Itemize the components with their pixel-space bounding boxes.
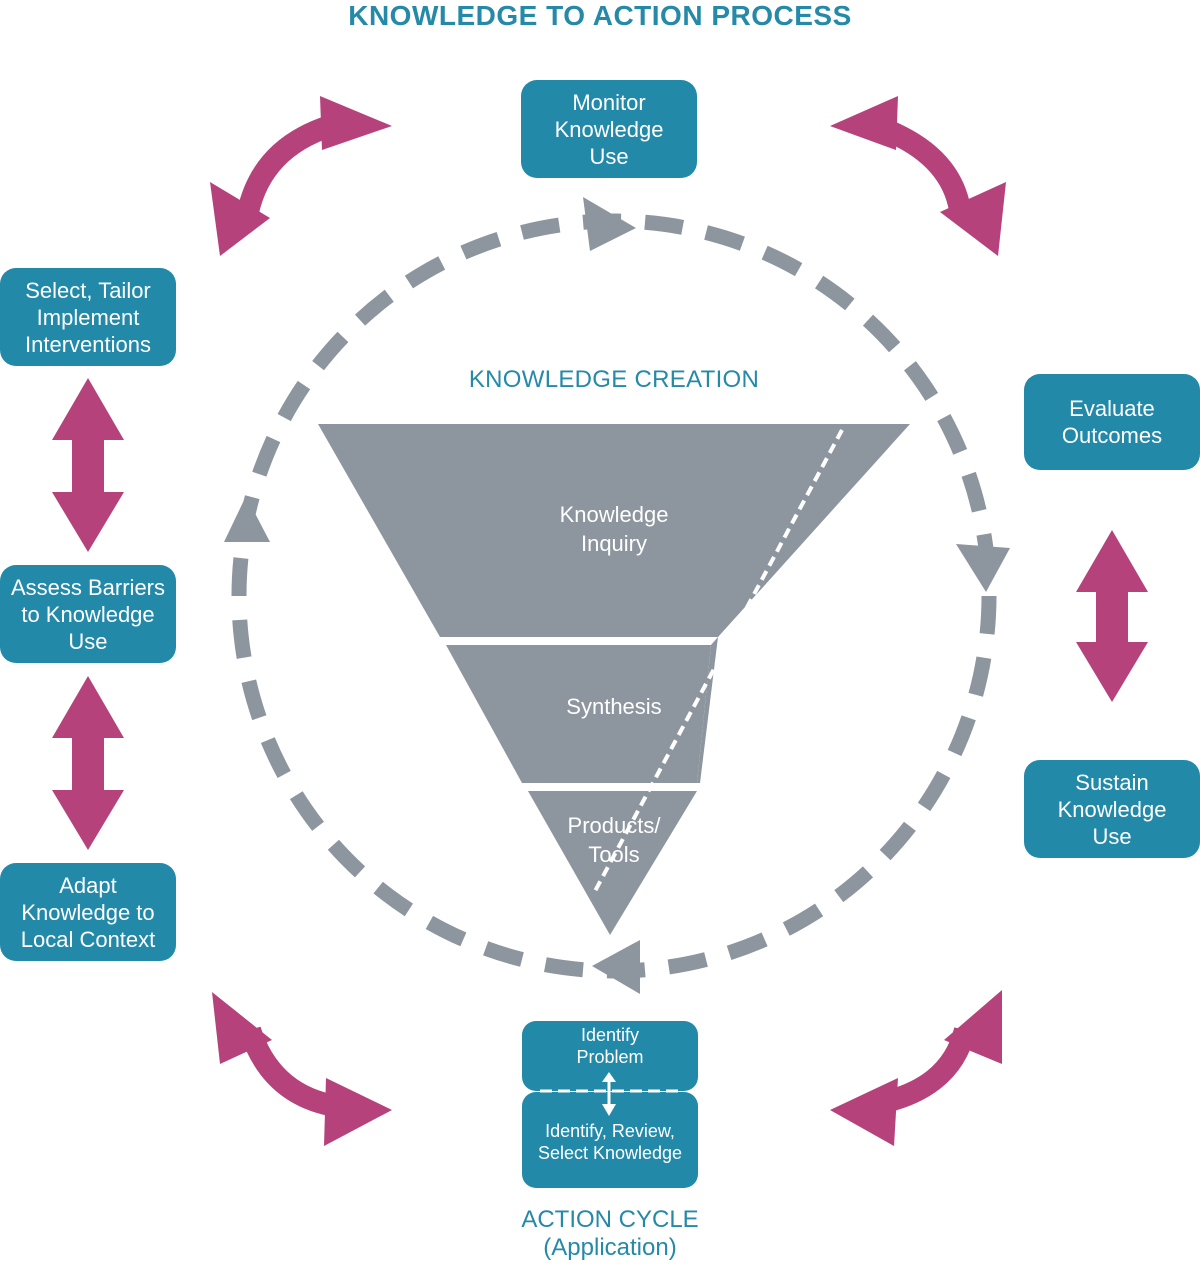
- funnel-inquiry-band: [318, 424, 910, 637]
- curved-arrow-top-left: [237, 115, 334, 215]
- tailoring-dashed-line: [592, 429, 844, 894]
- arrowhead-tl-b: [320, 96, 392, 150]
- arrowhead-bl-b: [324, 1078, 392, 1146]
- magenta-vertical-arrows: [52, 378, 1148, 850]
- action-cycle-heading: ACTION CYCLE (Application): [460, 1206, 760, 1262]
- cycle-arrowhead-right: [956, 544, 1010, 592]
- knowledge-inquiry-label: Knowledge Inquiry: [559, 502, 669, 556]
- select-tailor-implement-box: Select, Tailor Implement Interventions: [0, 268, 176, 366]
- arrowhead-bl-a: [212, 992, 272, 1064]
- action-box-arrowhead-up: [602, 1072, 616, 1082]
- monitor-knowledge-use-box: Monitor Knowledge Use: [521, 80, 697, 178]
- arrowhead-tr-a: [830, 96, 898, 150]
- sustain-knowledge-use-box: Sustain Knowledge Use: [1024, 760, 1200, 858]
- adapt-knowledge-box: Adapt Knowledge to Local Context: [0, 863, 176, 961]
- cycle-arrowhead-top: [583, 197, 636, 251]
- knowledge-funnel: [318, 424, 910, 935]
- evaluate-outcomes-box: Evaluate Outcomes: [1024, 374, 1200, 470]
- cycle-arrowhead-bottom: [592, 940, 640, 994]
- synthesis-label: Synthesis: [566, 694, 662, 719]
- action-cycle-subtitle: (Application): [543, 1234, 677, 1261]
- cycle-arrowhead-left: [224, 496, 270, 542]
- arrowhead-br-a: [830, 1078, 898, 1146]
- identify-review-shape: [522, 1092, 698, 1188]
- vertical-arrow-left-lower: [52, 676, 124, 850]
- page-title: KNOWLEDGE TO ACTION PROCESS: [348, 0, 852, 31]
- funnel-synthesis-band: [446, 645, 711, 783]
- knowledge-creation-heading: KNOWLEDGE CREATION: [468, 366, 760, 393]
- magenta-arrowheads: [210, 96, 1006, 1146]
- identify-problem-label: Identify Problem: [576, 1025, 644, 1067]
- funnel-products-band: [528, 791, 697, 935]
- action-cycle-title: ACTION CYCLE: [521, 1206, 699, 1233]
- vertical-arrow-left-upper: [52, 378, 124, 552]
- products-tools-label: Products/ Tools: [567, 813, 661, 867]
- arrowhead-br-b: [944, 990, 1002, 1064]
- identify-problem-shape: [522, 1021, 698, 1091]
- identify-review-select-label: Identify, Review, Select Knowledge: [537, 1121, 683, 1163]
- action-box-graphics: [522, 1021, 698, 1188]
- arrowhead-tr-b: [940, 182, 1006, 256]
- vertical-arrow-right: [1076, 530, 1148, 702]
- assess-barriers-box: Assess Barriers to Knowledge Use: [0, 565, 176, 663]
- action-box-arrowhead-down: [602, 1104, 616, 1116]
- arrowhead-tl-a: [210, 182, 270, 256]
